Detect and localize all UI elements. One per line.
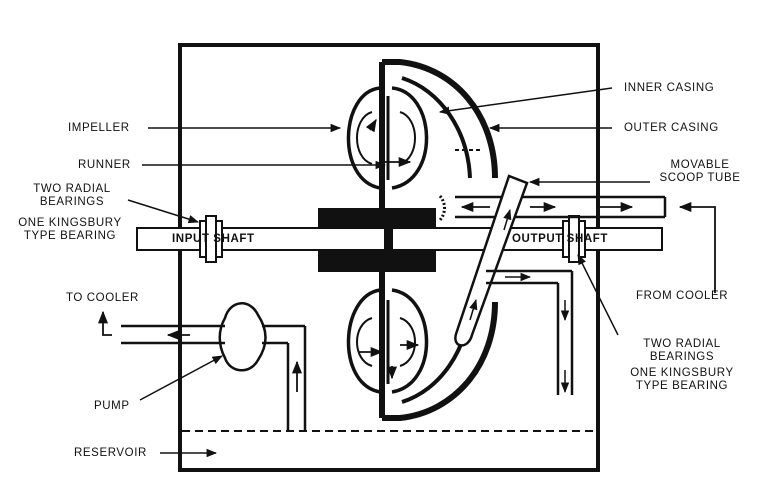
- housing: [178, 43, 600, 472]
- discharge-pipe: [486, 269, 574, 395]
- label-kingsbury-right: ONE KINGSBURY TYPE BEARING: [608, 367, 756, 393]
- outer-casing-upper: [382, 59, 498, 179]
- label-to-cooler: TO COOLER: [66, 292, 139, 304]
- torus-lower: [346, 288, 429, 394]
- label-reservoir: RESERVOIR: [74, 447, 147, 459]
- label-kingsbury-left-line2: TYPE BEARING: [23, 230, 117, 242]
- left-bearings: [199, 215, 223, 263]
- label-outer-casing: OUTER CASING: [624, 122, 719, 134]
- label-movable-line2: SCOOP TUBE: [659, 172, 741, 184]
- label-two-radial-right-line2: BEARINGS: [649, 351, 715, 363]
- label-inner-casing: INNER CASING: [624, 82, 715, 94]
- pump-piping: [121, 324, 307, 432]
- label-kingsbury-left-line1: ONE KINGSBURY: [18, 217, 122, 229]
- torus-upper: [346, 86, 429, 190]
- label-input-shaft: INPUT SHAFT: [172, 233, 255, 245]
- label-two-radial-left-line1: TWO RADIAL: [33, 183, 111, 195]
- right-bearings: [562, 215, 586, 263]
- label-two-radial-left: TWO RADIAL BEARINGS: [8, 183, 136, 209]
- label-movable-line1: MOVABLE: [670, 159, 730, 171]
- label-two-radial-right: TWO RADIAL BEARINGS: [612, 338, 752, 364]
- label-kingsbury-right-line2: TYPE BEARING: [635, 380, 729, 392]
- output-shaft: [391, 227, 663, 251]
- label-impeller: IMPELLER: [68, 122, 130, 134]
- leader-lines: [127, 87, 650, 458]
- label-two-radial-left-line2: BEARINGS: [39, 196, 105, 208]
- label-runner: RUNNER: [78, 159, 131, 171]
- label-two-radial-right-line1: TWO RADIAL: [643, 338, 721, 350]
- pump: [218, 302, 267, 372]
- feed-pipe: [455, 195, 667, 219]
- label-from-cooler: FROM COOLER: [636, 290, 729, 302]
- label-kingsbury-left: ONE KINGSBURY TYPE BEARING: [4, 217, 136, 243]
- label-pump: PUMP: [94, 400, 130, 412]
- label-kingsbury-right-line1: ONE KINGSBURY: [630, 367, 734, 379]
- outer-casing-lower: [382, 301, 498, 421]
- label-output-shaft: OUTPUT SHAFT: [512, 233, 608, 245]
- label-movable-scoop-tube: MOVABLE SCOOP TUBE: [640, 159, 760, 185]
